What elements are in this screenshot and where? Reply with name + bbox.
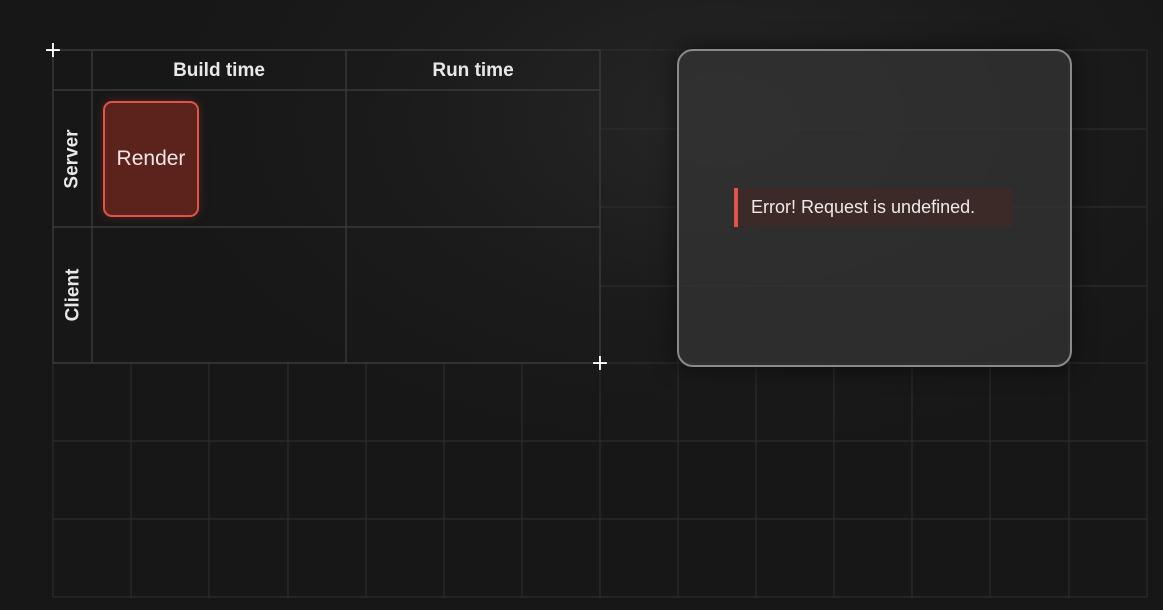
row-header-server: Server	[54, 90, 92, 227]
row-header-client: Client	[54, 227, 92, 363]
error-message: Error! Request is undefined.	[734, 188, 1012, 227]
row-header-server-label: Server	[62, 128, 84, 189]
row-header-client-label: Client	[62, 268, 83, 322]
plus-icon: +	[43, 38, 63, 63]
column-header-build-time: Build time	[173, 60, 265, 81]
column-header-run-time: Run time	[432, 60, 514, 81]
render-node[interactable]: Render	[103, 101, 199, 217]
plus-icon: +	[590, 351, 610, 376]
